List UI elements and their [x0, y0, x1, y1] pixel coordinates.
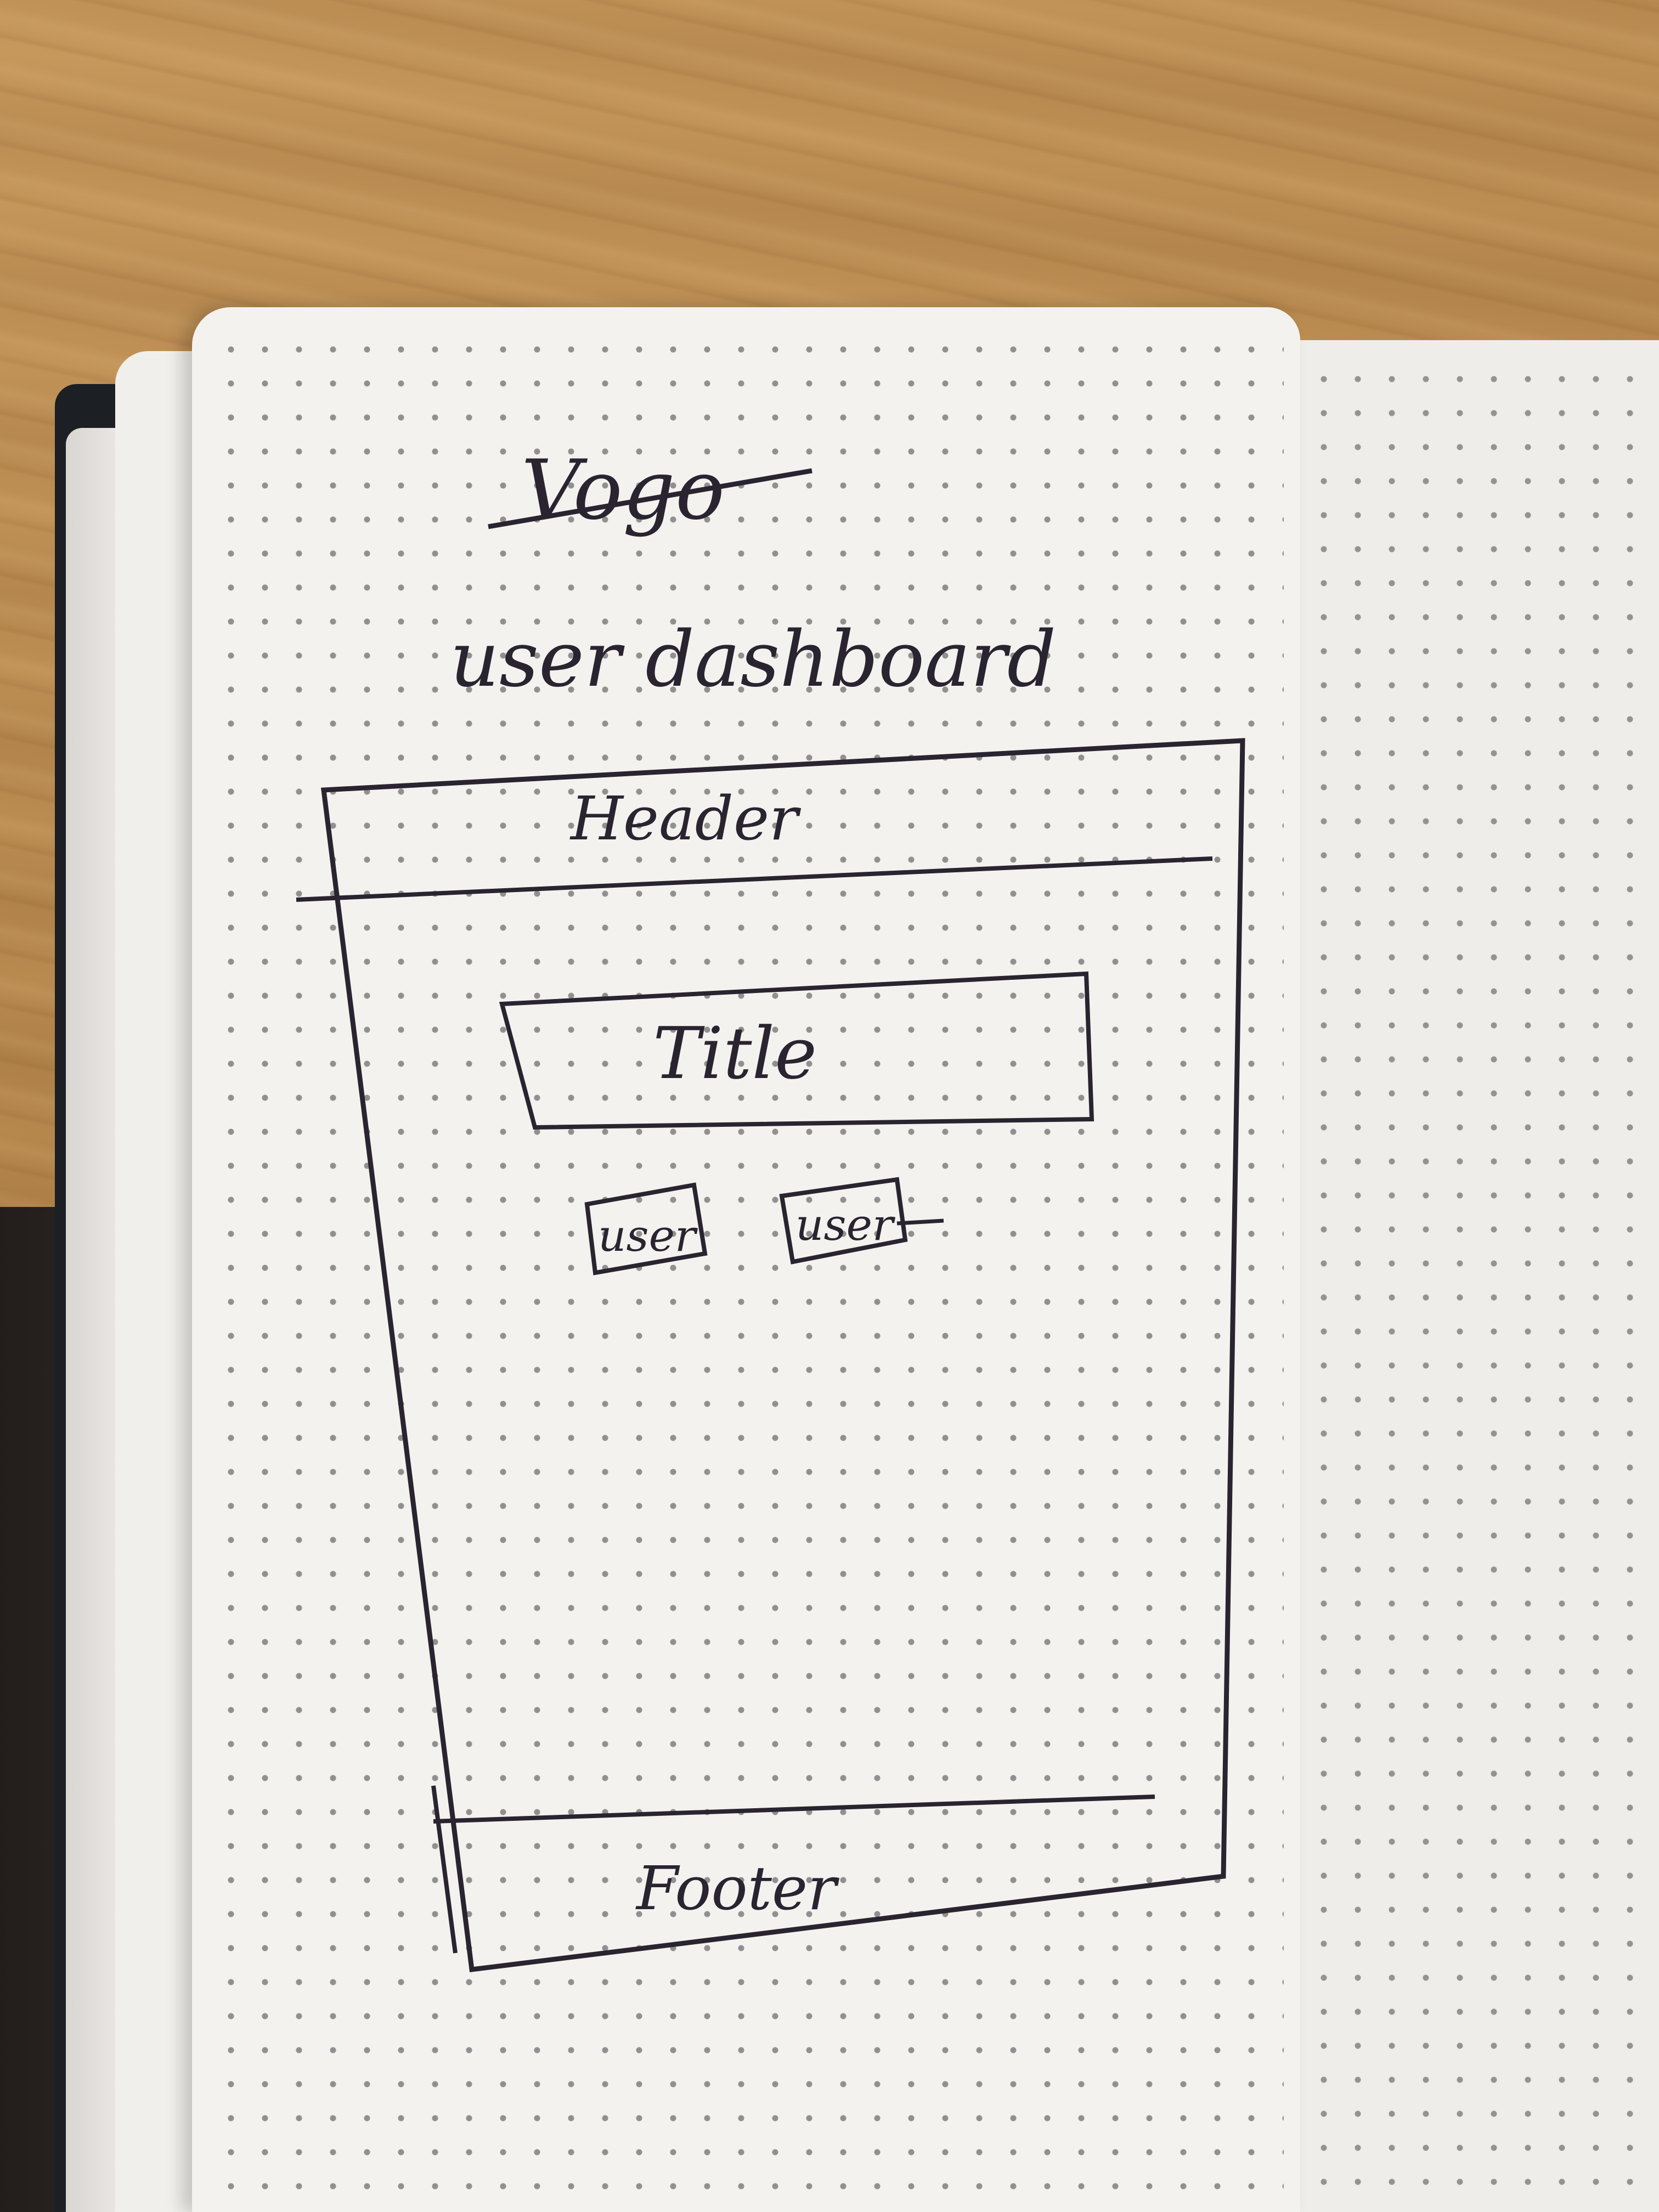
dot-grid-right: [1262, 351, 1659, 2212]
footer-label: Footer: [635, 1853, 840, 1923]
title-box: [499, 971, 1094, 1130]
footer-divider: [433, 1795, 1155, 1824]
dot-grid: [208, 324, 1284, 2212]
screen-name: user dashboard: [450, 615, 1056, 704]
title-label: Title: [653, 1012, 817, 1095]
app-name-underline: [488, 468, 812, 529]
frame-edge-stroke: [431, 1785, 458, 1954]
user-button-1-label: user: [598, 1210, 698, 1261]
phone-frame: [320, 738, 1245, 1973]
user-button-1: [584, 1182, 708, 1276]
header-divider: [296, 856, 1213, 902]
user-button-2-label: user: [795, 1199, 896, 1250]
header-label: Header: [569, 783, 802, 854]
ink-stroke: [896, 1218, 944, 1226]
user-button-2: [779, 1177, 908, 1265]
